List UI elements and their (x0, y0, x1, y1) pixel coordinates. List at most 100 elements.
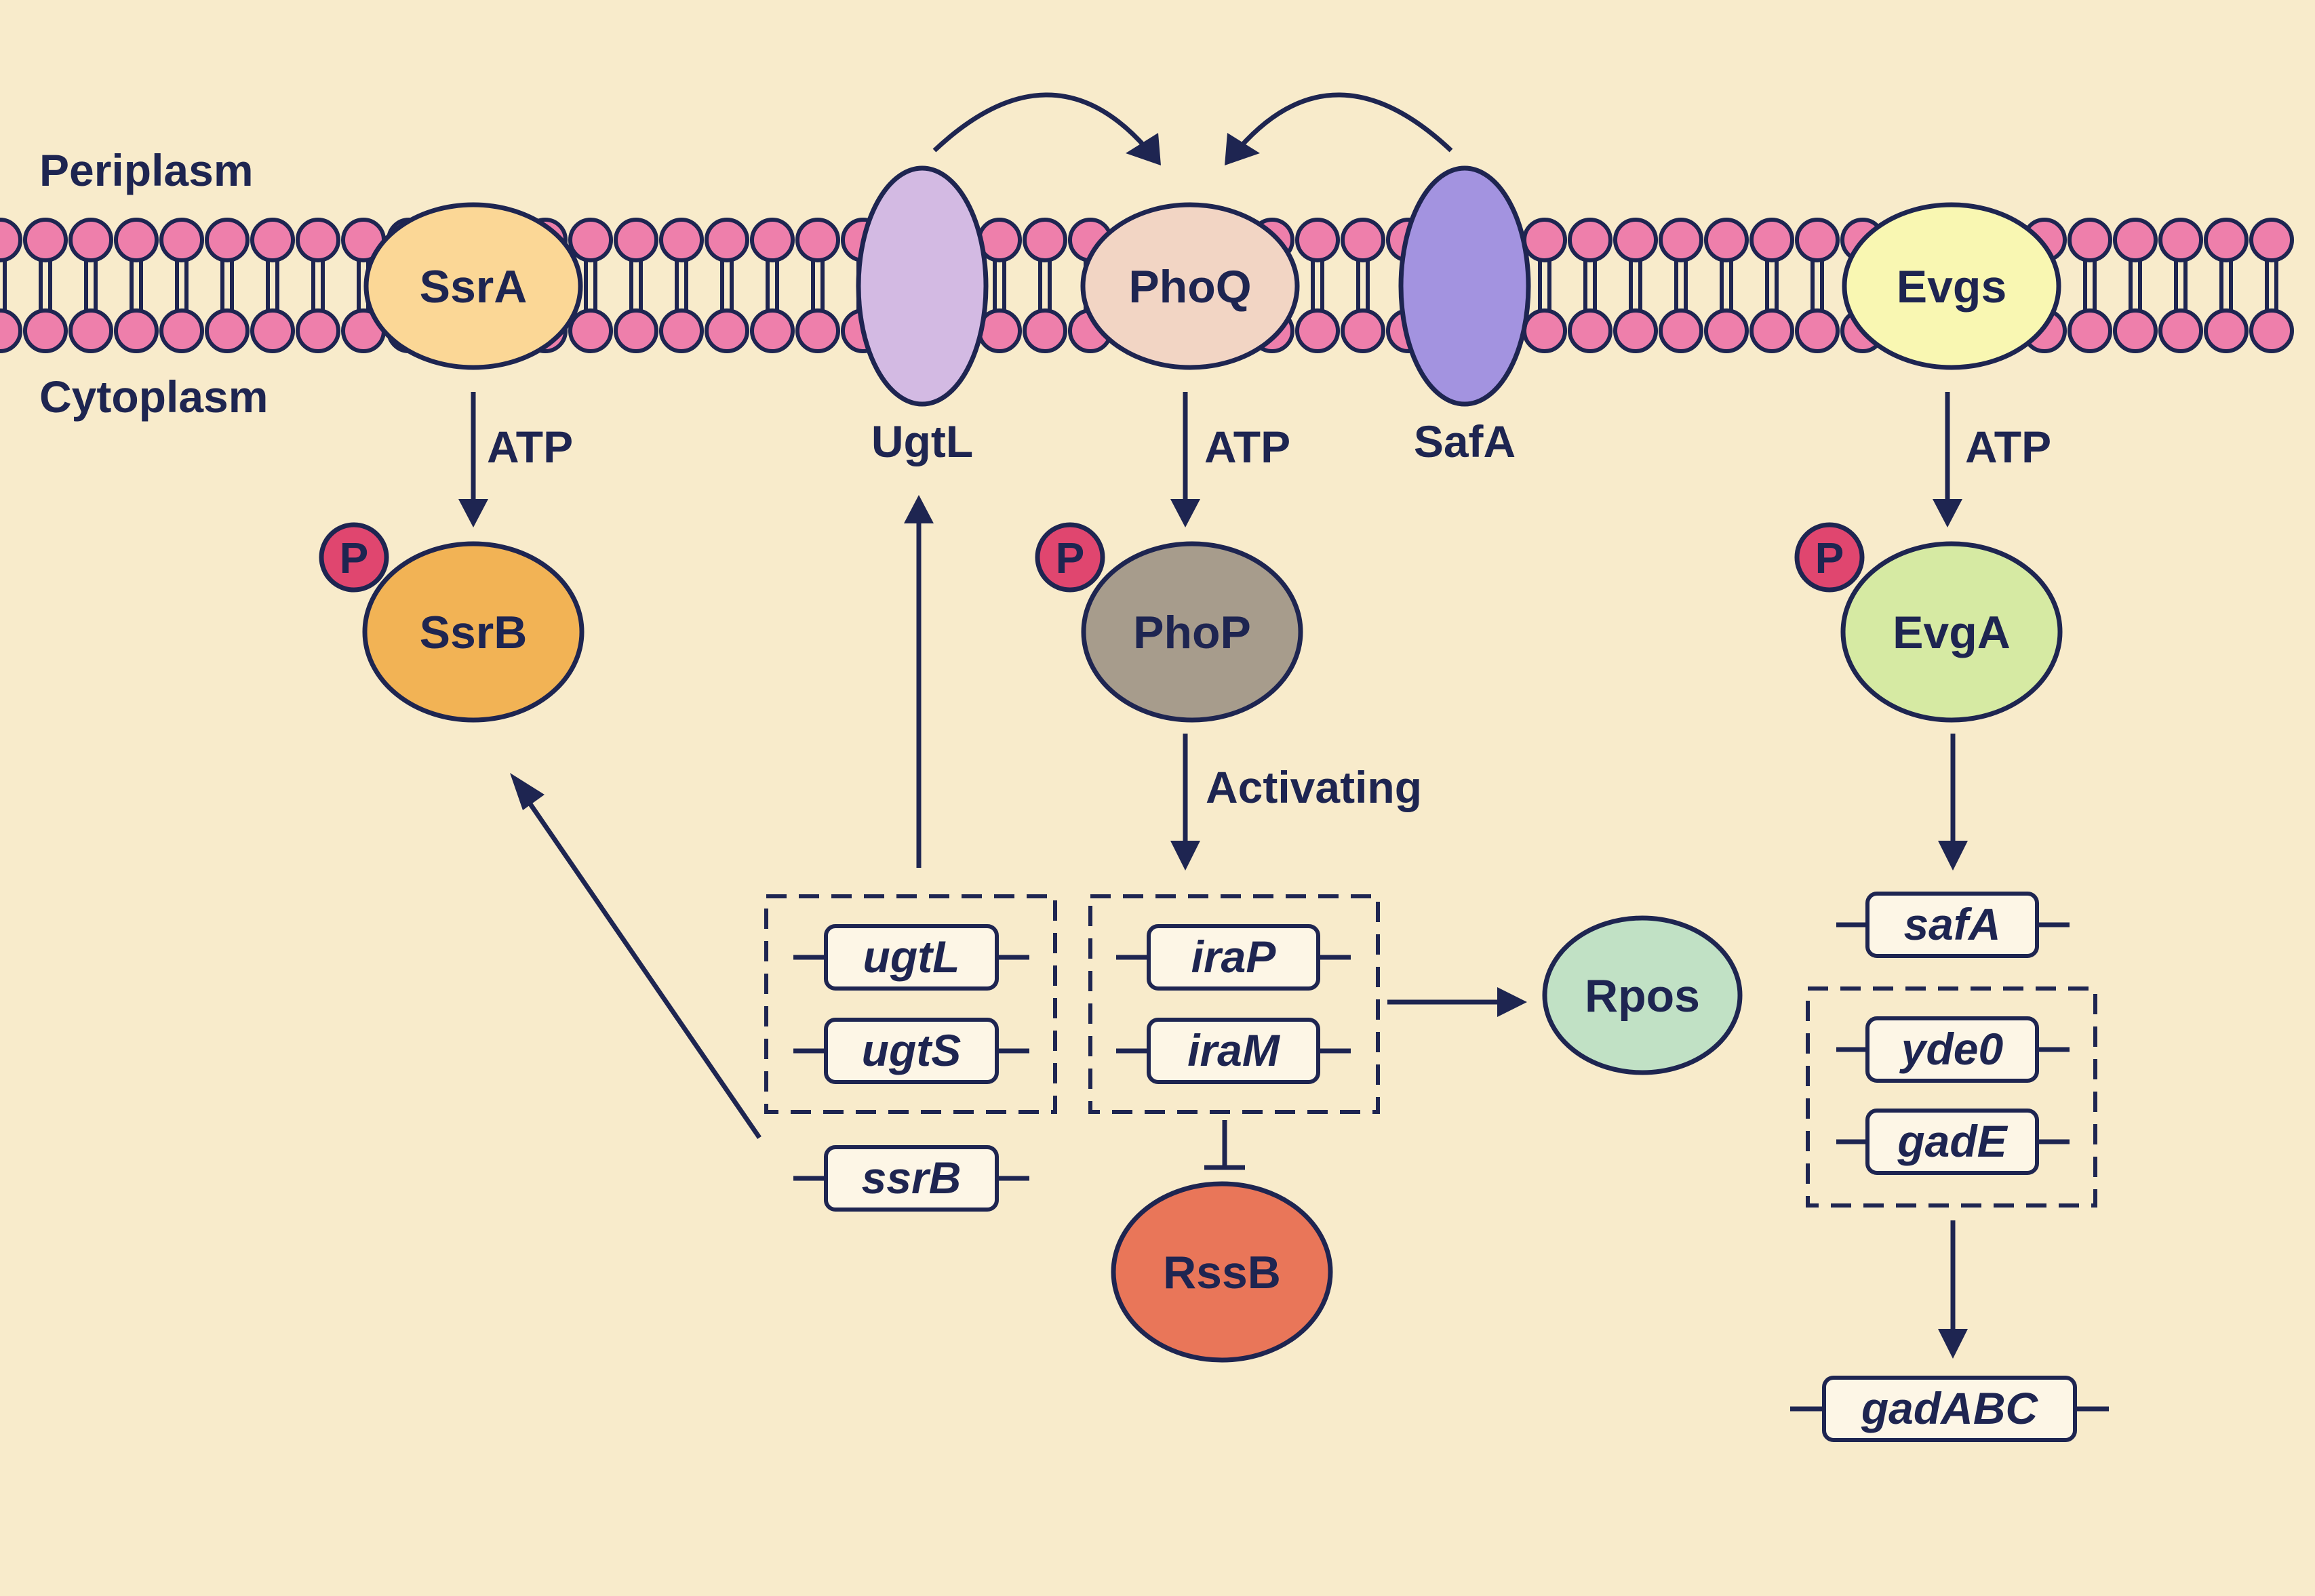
lipid-head (1704, 218, 1749, 262)
gene-yde0: yde0 (1836, 1016, 2070, 1083)
lipid-head (1795, 218, 1840, 262)
lipid-head (750, 308, 795, 353)
lipid-head (114, 218, 159, 262)
lipid-head (296, 308, 340, 353)
gene-irap: iraP (1116, 924, 1351, 991)
evga-phospho-label: P (1815, 534, 1844, 582)
lipid-head (1704, 308, 1749, 353)
lipid-head (2067, 308, 2112, 353)
lipid-head (1749, 218, 1794, 262)
evga-protein (1840, 541, 2063, 723)
cytoplasm-label: Cytoplasm (39, 372, 268, 422)
lipid-head (1522, 308, 1567, 353)
evga-to-safa-gene-arrowhead (1938, 841, 1968, 871)
lipid-head (250, 218, 295, 262)
ugtl-to-phoq-arrowhead (1126, 133, 1161, 165)
gene-ugtl: ugtL (793, 924, 1029, 991)
lipid-head (1023, 218, 1067, 262)
lipid-head (1522, 218, 1567, 262)
lipid-head (1023, 308, 1067, 353)
gene-yde0-label: yde0 (1899, 1024, 2004, 1074)
lipid-head (568, 218, 613, 262)
safa-to-phoq-arrowhead (1225, 133, 1260, 165)
lipid-head (2113, 218, 2158, 262)
lipid-head (23, 308, 68, 353)
ssrb-gene-to-ssrb-arrowhead (510, 773, 545, 810)
phop-label: PhoP (1133, 607, 1251, 658)
gene-ssrb-label: ssrB (862, 1153, 962, 1203)
lipid-head (205, 218, 250, 262)
evgs-to-evga-arrowhead (1933, 499, 1962, 527)
gene-gade: gadE (1836, 1109, 2070, 1175)
gene-safa-label: safA (1903, 899, 2000, 949)
lipid-head (1613, 308, 1658, 353)
lipid-head (1341, 308, 1385, 353)
gene-iram-label: iraM (1187, 1025, 1281, 1075)
phoq-to-phop-arrowhead (1170, 499, 1200, 527)
lipid-head (0, 308, 22, 353)
evgs-protein (1842, 202, 2061, 370)
gene-safa: safA (1836, 892, 2070, 958)
lipid-head (1795, 308, 1840, 353)
ugtl-protein (856, 165, 989, 407)
lipid-head (205, 308, 250, 353)
lipid-head (250, 308, 295, 353)
phop-protein (1081, 541, 1303, 723)
gene-ugts: ugtS (793, 1018, 1029, 1084)
rssb-label: RssB (1163, 1247, 1281, 1298)
lipid-head (750, 218, 795, 262)
lipid-head (2067, 218, 2112, 262)
lipid-head (614, 218, 658, 262)
phop-phospho-badge (1035, 522, 1105, 593)
lipid-head (2158, 308, 2203, 353)
lipid-head (705, 308, 749, 353)
lipid-head (795, 308, 840, 353)
lipid-head (1341, 218, 1385, 262)
lipid-head (2249, 308, 2294, 353)
rpos-protein (1542, 915, 1743, 1075)
atp-label-pho: ATP (1204, 422, 1290, 472)
acid-gene-group-box (1806, 986, 2097, 1208)
rpos-label: Rpos (1585, 970, 1700, 1022)
gene-ugts-label: ugtS (862, 1025, 962, 1075)
safa-to-phoq-arrow (1238, 92, 1453, 153)
ira-gene-group-box (1088, 894, 1380, 1114)
safa-protein (1398, 165, 1531, 407)
gene-gadabc-label: gadABC (1861, 1383, 2039, 1433)
atp-label-evg: ATP (1965, 422, 2051, 472)
lipid-head (1295, 308, 1340, 353)
lipid-head (1295, 218, 1340, 262)
lipid-head (614, 308, 658, 353)
evga-phospho-badge (1794, 522, 1865, 593)
acid-genes-to-gadabc-arrowhead (1938, 1329, 1968, 1359)
lipid-head (159, 218, 204, 262)
lipid-head (2249, 218, 2294, 262)
ssrb-gene-to-ssrb-arrow (526, 799, 761, 1139)
lipid-head (705, 218, 749, 262)
gene-gadabc: gadABC (1790, 1376, 2109, 1442)
gene-ugtl-label: ugtL (863, 932, 960, 982)
lipid-head (1568, 308, 1612, 353)
lipid-head (1659, 218, 1703, 262)
phop-activating-arrowhead (1170, 841, 1200, 871)
lipid-head (2204, 218, 2249, 262)
lipid-head (1659, 308, 1703, 353)
ssrb-phospho-label: P (340, 534, 369, 582)
lipid-head (0, 218, 22, 262)
lipid-head (2113, 308, 2158, 353)
atp-label-ssr: ATP (487, 422, 573, 472)
rssb-protein (1111, 1181, 1333, 1363)
lipid-head (68, 218, 113, 262)
ugtl-label: UgtL (871, 416, 973, 466)
gene-irap-label: iraP (1191, 932, 1277, 982)
lipid-head (1749, 308, 1794, 353)
lipid-head (659, 308, 704, 353)
phoq-protein (1080, 202, 1300, 370)
lipid-head (1613, 218, 1658, 262)
ssrb-label: SsrB (420, 607, 528, 658)
lipid-head (2204, 308, 2249, 353)
evgs-label: Evgs (1897, 261, 2007, 313)
evga-label: EvgA (1893, 607, 2011, 658)
ugtl-to-phoq-arrow (932, 92, 1148, 153)
ugt-genes-to-ugtl-arrowhead (904, 495, 934, 523)
